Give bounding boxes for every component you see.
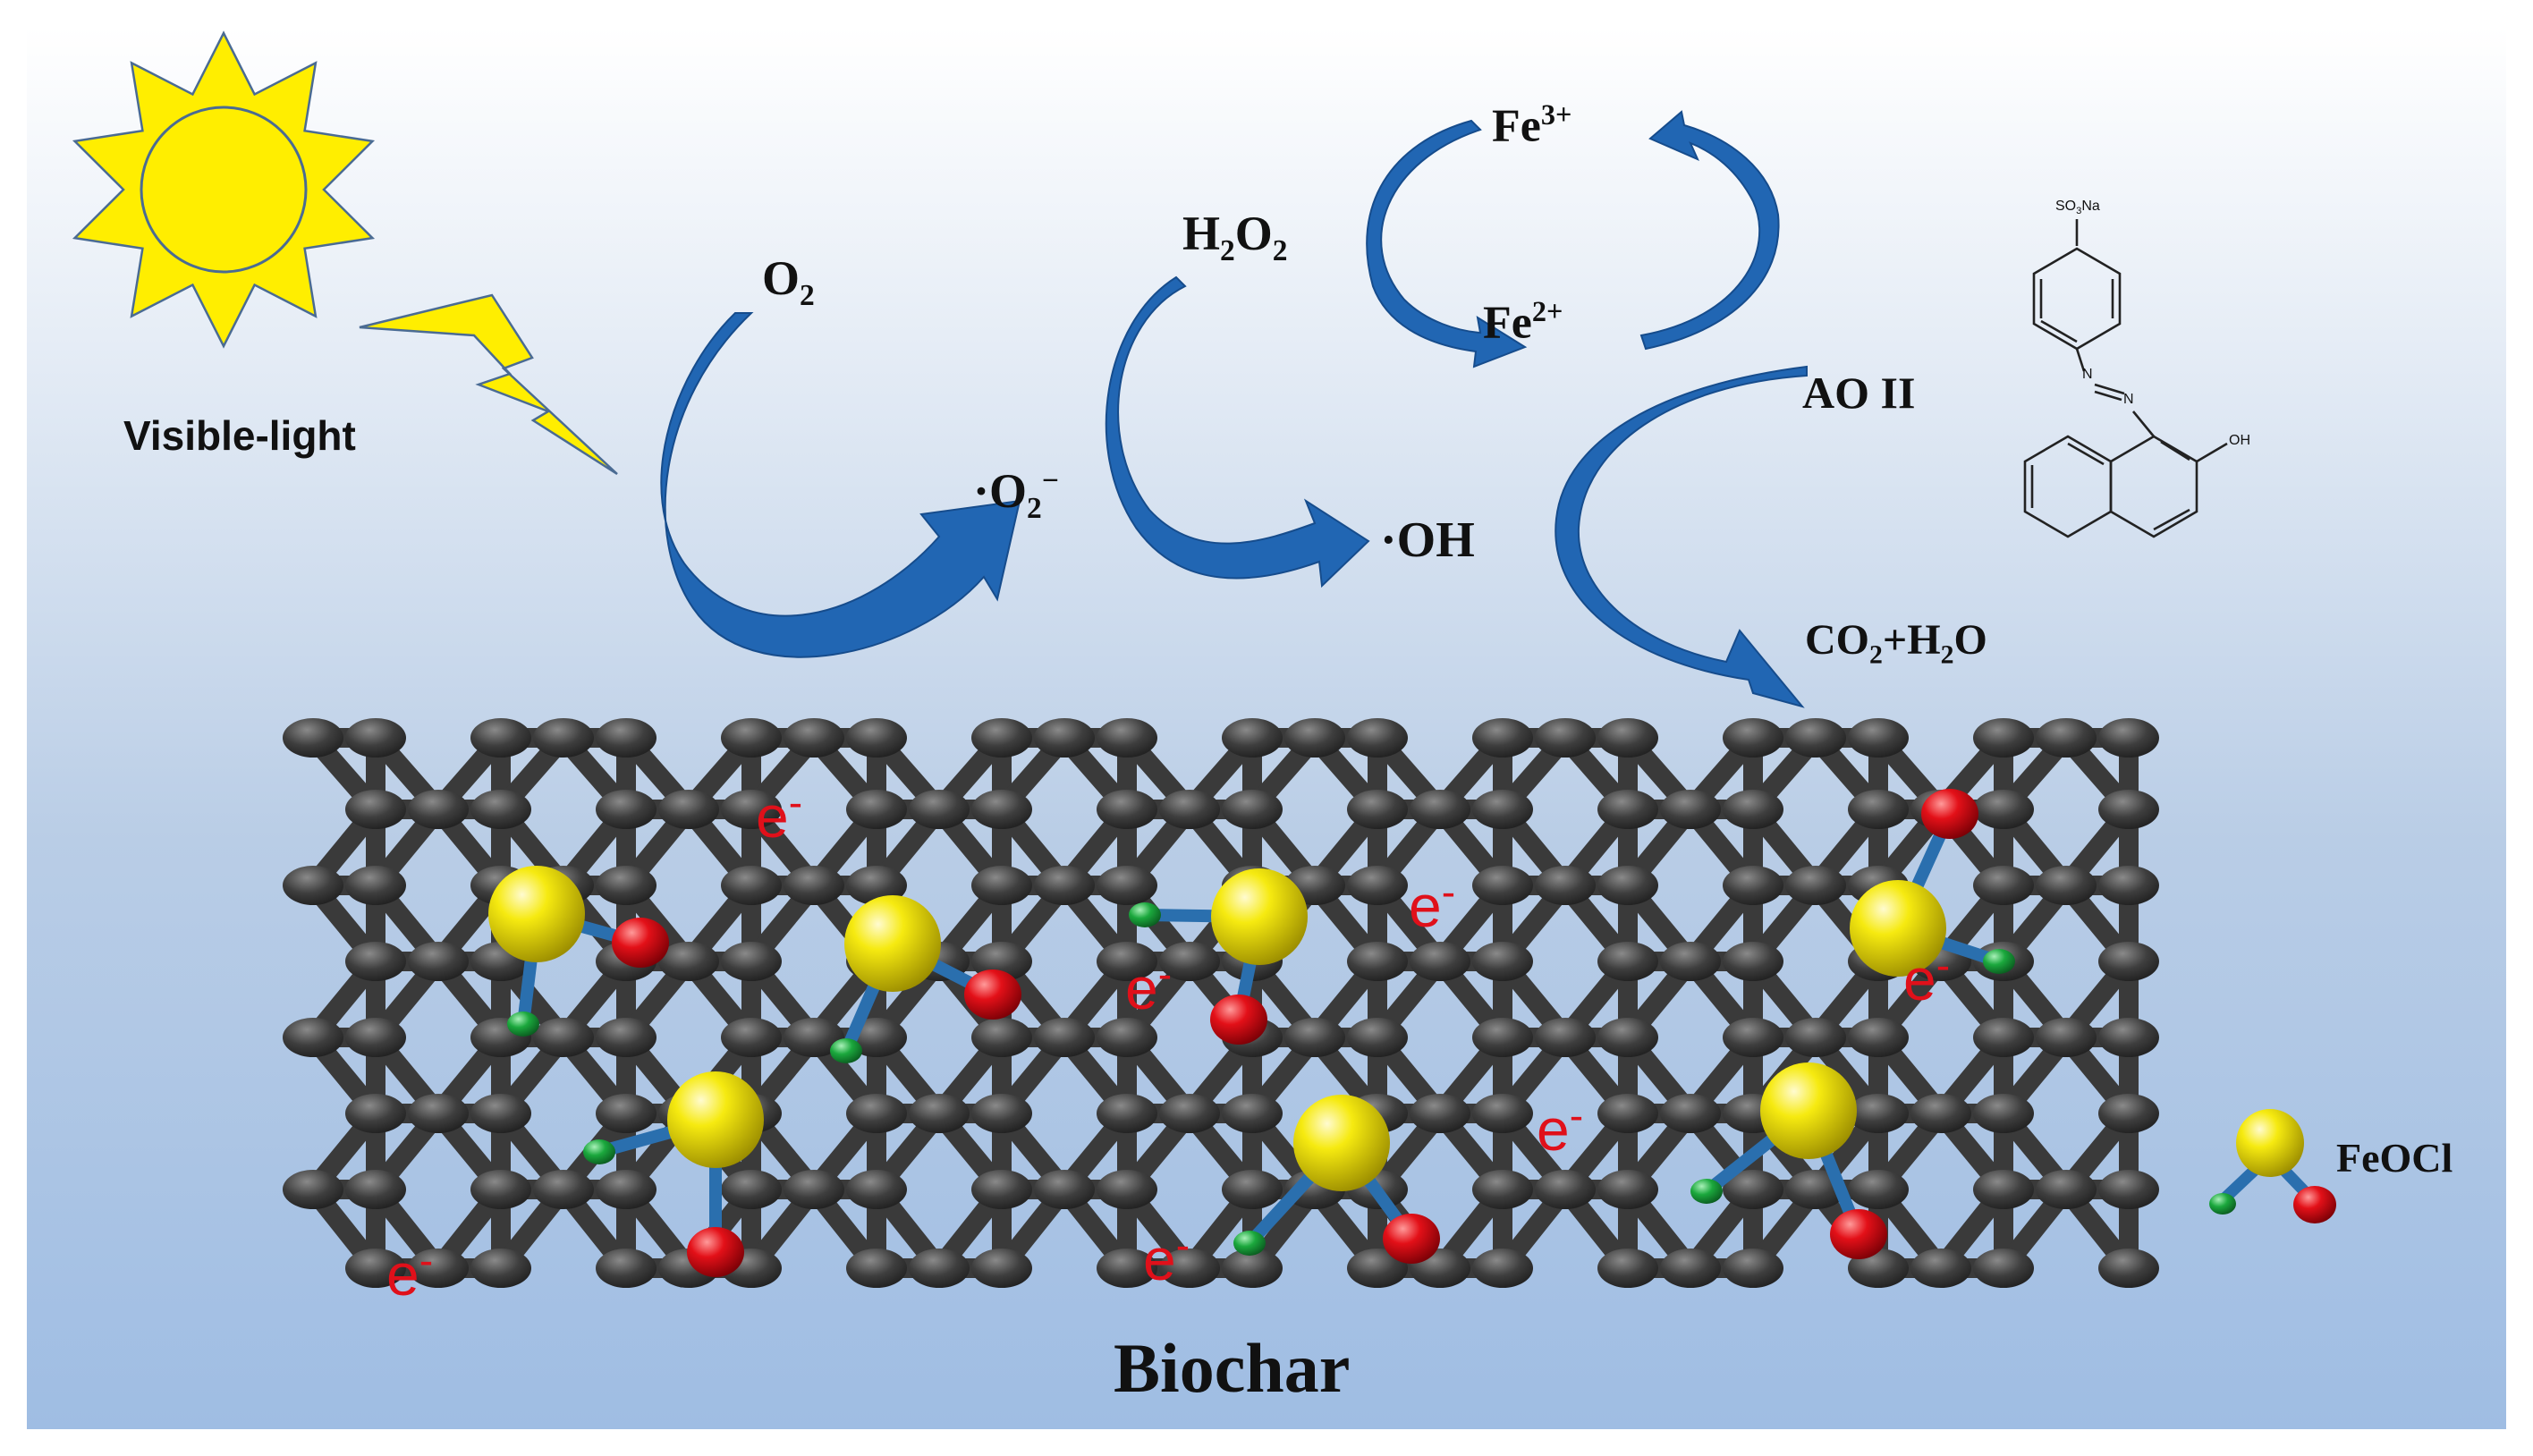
diagram-canvas: Visible-light O2 H2O2 Fe3+ Fe2+ ·O2− ·OH…: [27, 27, 2506, 1429]
h2o2-o: O: [1234, 207, 1273, 260]
fe3-base: Fe: [1492, 100, 1541, 152]
feocl-clusters: [488, 789, 2015, 1277]
electron-3: e-: [1125, 951, 1173, 1021]
biochar-label: Biochar: [1114, 1328, 1350, 1409]
feocl-legend-text: FeOCl: [2336, 1135, 2453, 1181]
superoxide-base: ·O: [973, 464, 1028, 518]
electron-5: e-: [1537, 1092, 1584, 1163]
products-co: CO: [1805, 616, 1869, 664]
sun-icon: [72, 30, 376, 349]
feocl-legend-icon: [2209, 1109, 2336, 1223]
electron-7: e-: [1143, 1222, 1190, 1292]
arrow-h2o2-to-hydroxyl: [1105, 275, 1370, 588]
superoxide-charge: −: [1041, 464, 1059, 497]
fe3-label: Fe3+: [1492, 98, 1571, 152]
o2-subscript: 2: [800, 278, 815, 312]
fe2-base: Fe: [1483, 297, 1532, 349]
o2-label: O2: [762, 250, 815, 313]
products-sub-1: 2: [1869, 639, 1883, 670]
fe2-label: Fe2+: [1483, 295, 1563, 349]
superoxide-label: ·O2−: [973, 463, 1059, 526]
sulfonate-so: SO: [2055, 199, 2077, 214]
electron-1: e-: [756, 779, 803, 850]
electron-6: e-: [386, 1237, 434, 1308]
products-label: CO2+H2O: [1805, 615, 1987, 671]
o2-base: O: [762, 251, 801, 305]
diagram-scene: [72, 30, 2336, 1288]
h2o2-sub-2: 2: [1272, 233, 1288, 267]
h2o2-label: H2O2: [1182, 206, 1288, 268]
arrow-dye-degradation: [1555, 365, 1808, 708]
products-o: O: [1953, 616, 1987, 664]
arrow-o2-to-superoxide: [660, 312, 1021, 658]
sulfonate-label: SO3Na: [2055, 199, 2100, 216]
fe2-charge: 2+: [1531, 295, 1563, 327]
dye-label: AO II: [1802, 367, 1915, 419]
orange-ii-structure: [2023, 219, 2228, 538]
sulfonate-sub: 3: [2076, 206, 2082, 217]
h2o2-sub-1: 2: [1220, 233, 1235, 267]
electron-4: e-: [1903, 942, 1951, 1012]
hydroxyl-group-label: OH: [2229, 433, 2250, 448]
superoxide-subscript: 2: [1027, 491, 1042, 525]
lightning-bolt-icon: [359, 293, 618, 476]
products-plus-h: +H: [1882, 616, 1941, 664]
h2o2-h: H: [1182, 207, 1221, 260]
products-sub-2: 2: [1940, 639, 1954, 670]
fe3-charge: 3+: [1540, 98, 1572, 131]
hydroxyl-text: ·OH: [1380, 512, 1475, 568]
visible-light-text: Visible-light: [123, 412, 356, 459]
sulfonate-na: Na: [2081, 199, 2100, 214]
arrow-fe3-to-fe2: [1366, 119, 1528, 368]
azo-n-upper: N: [2082, 367, 2093, 382]
azo-n-lower: N: [2123, 392, 2134, 407]
arrow-fe2-to-fe3: [1639, 110, 1780, 351]
dye-text: AO II: [1802, 368, 1916, 418]
electron-2: e-: [1409, 868, 1456, 939]
biochar-text: Biochar: [1114, 1329, 1351, 1407]
visible-light-label: Visible-light: [123, 411, 356, 460]
feocl-legend-label: FeOCl: [2336, 1134, 2453, 1181]
hydroxyl-label: ·OH: [1380, 512, 1475, 569]
